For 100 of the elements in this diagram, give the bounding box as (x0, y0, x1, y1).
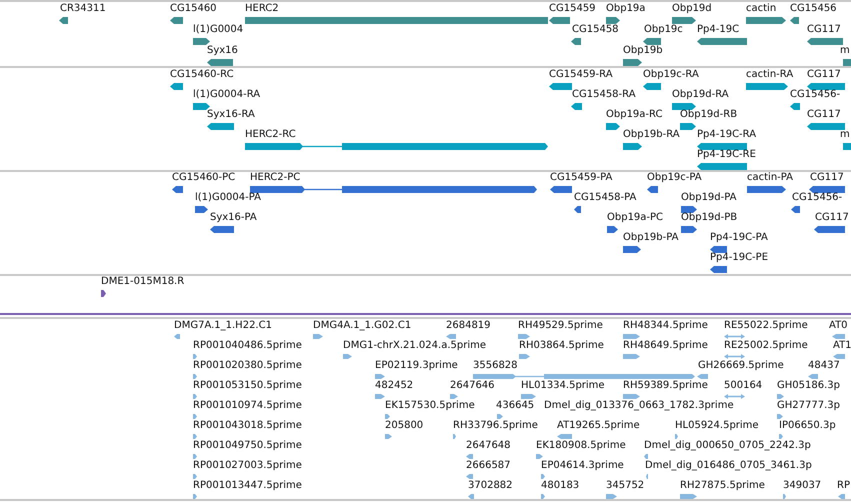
feature-label: RP001040486.5prime (193, 340, 302, 352)
feature-label: 48437 (808, 360, 840, 372)
feature-label: cactin (746, 3, 776, 15)
feature-label: HERC2-PC (250, 172, 300, 184)
feature-label: HERC2 (245, 3, 279, 15)
feature-label: CG15459-RA (549, 69, 613, 81)
feature-label: GH26669.5prime (698, 360, 784, 372)
feature-label: CR34311 (60, 3, 106, 15)
feature-label: RP001013447.5prime (193, 480, 302, 492)
feature-label: CG15456- (790, 89, 840, 101)
feature-label: RP001049750.5prime (193, 440, 302, 452)
feature-label: Obp19c-PA (647, 172, 702, 184)
feature-label: m (840, 129, 850, 141)
feature-label: Obp19a-PC (607, 212, 664, 224)
feature-label: Obp19b (623, 45, 663, 57)
feature-label: CG15460 (170, 3, 217, 15)
feature-label: 3556828 (473, 360, 518, 372)
feature-label: EP02119.3prime (375, 360, 458, 372)
feature-label: AT1 (833, 340, 851, 352)
feature-label: RP001053150.5prime (193, 380, 302, 392)
feature-label: GH05186.3p (777, 380, 840, 392)
feature-label: 2647646 (450, 380, 495, 392)
feature-label: RP001043018.5prime (193, 420, 302, 432)
feature-label: RH33796.5prime (453, 420, 538, 432)
feature-label: IP06650.3p (779, 420, 836, 432)
feature-label: EK157530.5prime (385, 400, 475, 412)
feature-label: EK180908.5prime (536, 440, 626, 452)
feature-label: Pp4-19C-PA (710, 232, 768, 244)
feature-label: 2684819 (446, 320, 491, 332)
feature-label: Pp4-19C-RE (697, 149, 756, 161)
feature-label: 480183 (541, 480, 580, 492)
feature-label: Obp19d-PB (681, 212, 738, 224)
feature-label: Obp19d-PA (681, 192, 736, 204)
feature-label: CG117 (807, 24, 841, 36)
feature-label: 500164 (724, 380, 762, 392)
feature-label: Dmel_dig_016486_0705_3461.3p (645, 460, 812, 472)
feature-label: CG15460-RC (170, 69, 234, 81)
feature-label: l(1)G0004-PA (195, 192, 261, 204)
feature-label: 345752 (606, 480, 644, 492)
feature-label: GH27777.3p (777, 400, 840, 412)
feature-label: 436645 (496, 400, 534, 412)
feature-label: 482452 (375, 380, 414, 392)
feature-label: RP001010974.5prime (193, 400, 302, 412)
feature-label: Syx16 (207, 45, 238, 57)
feature-label: RP001020380.5prime (193, 360, 302, 372)
feature-label: CG117 (807, 109, 841, 121)
feature-label: HL01334.5prime (521, 380, 605, 392)
feature-label: Obp19b-PA (623, 232, 678, 244)
feature-label: HERC2-RC (245, 129, 296, 141)
feature-label: Pp4-19C-RA (697, 129, 756, 141)
feature-label: RP (837, 480, 850, 492)
feature-label: CG117 (810, 172, 844, 184)
feature-label: CG15456 (790, 3, 837, 15)
feature-label: Syx16-RA (207, 109, 255, 121)
feature-label: RH27875.5prime (680, 480, 765, 492)
feature-label: DMG4A.1_1.G02.C1 (313, 320, 412, 332)
feature-label: cactin-RA (746, 69, 794, 81)
feature-label: 3702882 (468, 480, 513, 492)
feature-label: CG15458-PA (574, 192, 636, 204)
feature-label: RH49529.5prime (518, 320, 603, 332)
feature-label: Dmel_dig_000650_0705_2242.3p (644, 440, 811, 452)
feature-label: Obp19a (606, 3, 646, 15)
feature-label: CG117 (815, 212, 849, 224)
feature-label: cactin-PA (747, 172, 794, 184)
feature-label: Obp19c (644, 24, 683, 36)
feature-label: CG117 (807, 69, 841, 81)
feature-label: Obp19b-RA (623, 129, 680, 141)
feature-label: RH59389.5prime (623, 380, 708, 392)
feature-label: Obp19d-RB (680, 109, 738, 121)
feature-label: RH03864.5prime (519, 340, 604, 352)
feature-label: Obp19c-RA (643, 69, 699, 81)
feature-label: DME1-015M18.R (101, 276, 184, 288)
feature-label: Pp4-19C (697, 24, 740, 36)
feature-label: CG15459-PA (550, 172, 612, 184)
feature-label: l(1)G0004-RA (193, 89, 260, 101)
feature-label: RE55022.5prime (724, 320, 808, 332)
feature-label: AT0 (829, 320, 848, 332)
feature-label: 2647648 (466, 440, 511, 452)
feature-label: RP001027003.5prime (193, 460, 302, 472)
feature-label: CG15459 (549, 3, 596, 15)
feature-label: DMG1-chrX.21.024.a.5prime (343, 340, 486, 352)
feature-label: CG15458-RA (572, 89, 636, 101)
feature-label: EP04614.3prime (541, 460, 624, 472)
feature-label: 349037 (783, 480, 822, 492)
feature-label: RH48649.5prime (623, 340, 708, 352)
feature-label: AT19265.5prime (557, 420, 640, 432)
feature-label: HL05924.5prime (675, 420, 759, 432)
feature-label: CG15458 (572, 24, 619, 36)
feature-label: 205800 (385, 420, 424, 432)
feature-label: Syx16-PA (210, 212, 257, 224)
feature-label: Obp19a-RC (606, 109, 662, 121)
feature-label: CG15460-PC (172, 172, 236, 184)
feature-label: l(1)G0004 (193, 24, 244, 36)
feature-label: 2666587 (466, 460, 511, 472)
feature-label: DMG7A.1_1.H22.C1 (174, 320, 272, 332)
feature-label: RH48344.5prime (623, 320, 708, 332)
feature-label: RE25002.5prime (724, 340, 808, 352)
feature-label: CG15456- (792, 192, 842, 204)
feature-label: Obp19d (672, 3, 712, 15)
feature-label: Pp4-19C-PE (710, 252, 768, 264)
